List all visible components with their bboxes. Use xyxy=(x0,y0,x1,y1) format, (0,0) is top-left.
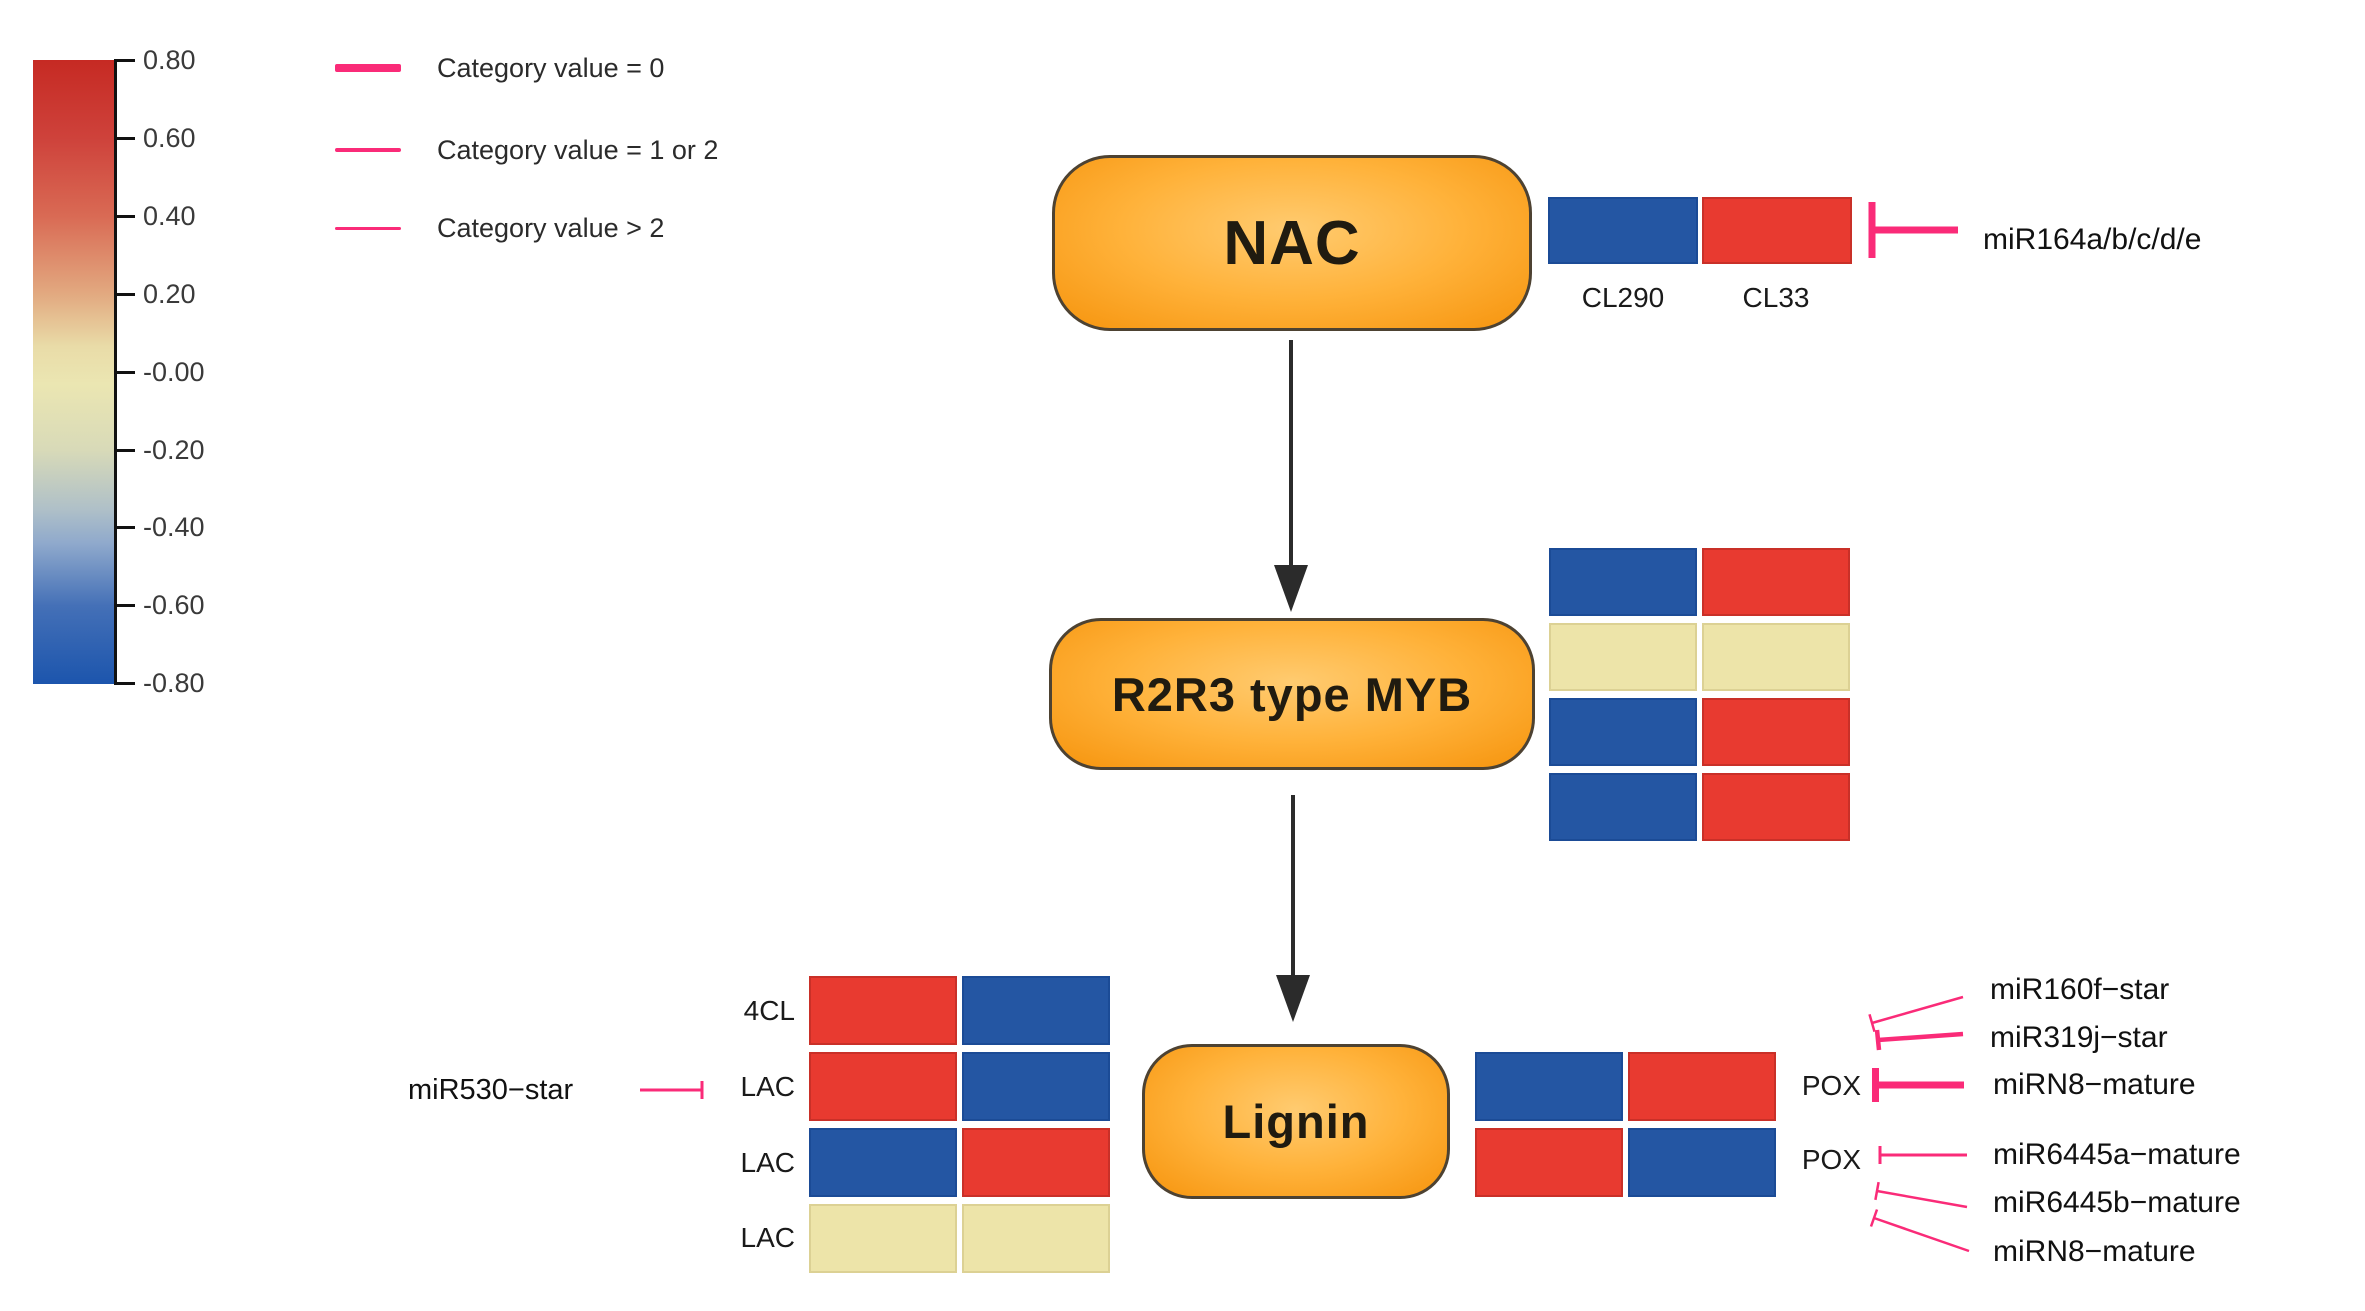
heatmap-cell xyxy=(1549,548,1697,616)
heatmap-col-label-cl290: CL290 xyxy=(1581,282,1665,313)
heatmap-cell xyxy=(1702,698,1850,766)
mirna-label-mir6445b: miR6445b−mature xyxy=(1993,1186,2241,1219)
mirna-label-mir164: miR164a/b/c/d/e xyxy=(1983,223,2202,256)
inhibitor-tbar-mirn8-b-icon xyxy=(1869,1209,1879,1227)
heatmap-cell xyxy=(809,1204,957,1273)
heatmap-cell xyxy=(1549,773,1697,841)
inhibitor-tbar-mir319j-icon xyxy=(1874,1029,1882,1051)
heatmap-cell xyxy=(1702,623,1850,691)
heatmap-cell xyxy=(962,1052,1110,1121)
colorbar-tick-label: -0.40 xyxy=(143,512,205,542)
colorbar-tick xyxy=(114,59,135,62)
heatmap-cell xyxy=(1475,1052,1623,1121)
inhibitor-line-mirn8-b xyxy=(1873,1216,1970,1253)
arrowhead-myb-to-lignin-icon xyxy=(1276,975,1310,1022)
colorbar-tick xyxy=(114,526,135,529)
mirna-label-mirn8-a: miRN8−mature xyxy=(1993,1068,2196,1101)
heatmap-cell xyxy=(1628,1052,1776,1121)
colorbar-tick xyxy=(114,682,135,685)
heatmap-row-label-lac1: LAC xyxy=(740,1071,795,1102)
heatmap-cell xyxy=(1628,1128,1776,1197)
node-r2r3-myb-label: R2R3 type MYB xyxy=(1111,667,1473,721)
heatmap-row-label-pox1: POX xyxy=(1801,1070,1861,1101)
heatmap-cell xyxy=(962,976,1110,1045)
inhibitor-line-mir160f xyxy=(1871,995,1964,1025)
node-r2r3-myb: R2R3 type MYB xyxy=(1049,618,1535,770)
colorbar-tick-label: 0.60 xyxy=(143,123,196,153)
legend-line-thick xyxy=(335,64,401,72)
heatmap-cell xyxy=(1702,773,1850,841)
mirna-label-mir6445a: miR6445a−mature xyxy=(1993,1138,2241,1171)
heatmap-row-label-lac2: LAC xyxy=(740,1147,795,1178)
legend-line-medium xyxy=(335,148,401,152)
colorbar-tick-label: 0.40 xyxy=(143,201,196,231)
heatmap-col-label-cl33: CL33 xyxy=(1742,282,1810,313)
colorbar-tick-label: -0.60 xyxy=(143,590,205,620)
heatmap-cell xyxy=(1549,623,1697,691)
heatmap-row-label-pox2: POX xyxy=(1801,1144,1861,1175)
node-lignin-label: Lignin xyxy=(1222,1095,1370,1148)
inhibitor-tbar-mir6445b-icon xyxy=(1874,1181,1880,1201)
inhibitor-tbar-mir160f-icon xyxy=(1868,1013,1876,1033)
legend-item-label: Category value > 2 xyxy=(437,213,665,243)
heatmap-cell xyxy=(962,1204,1110,1273)
colorbar-tick-label: 0.20 xyxy=(143,279,196,309)
inhibitor-line-mir319j xyxy=(1877,1031,1964,1043)
heatmap-cell xyxy=(1702,548,1850,616)
heatmap-cell xyxy=(809,1052,957,1121)
heatmap-cell xyxy=(1475,1128,1623,1197)
mirna-label-mirn8-b: miRN8−mature xyxy=(1993,1235,2196,1268)
colorbar-tick xyxy=(114,604,135,607)
colorbar-tick-label: -0.20 xyxy=(143,435,205,465)
heatmap-row-label-4cl: 4CL xyxy=(743,995,795,1026)
colorbar-tick xyxy=(114,137,135,140)
heatmap-cell xyxy=(1702,197,1852,264)
heatmap-cell xyxy=(809,976,957,1045)
mirna-label-mir160f: miR160f−star xyxy=(1990,973,2170,1006)
colorbar-tick xyxy=(114,371,135,374)
node-nac: NAC xyxy=(1052,155,1532,331)
arrowhead-nac-to-myb-icon xyxy=(1274,565,1308,612)
colorbar-tick xyxy=(114,293,135,296)
heatmap-row-label-lac3: LAC xyxy=(740,1222,795,1253)
colorbar-tick-label: -0.80 xyxy=(143,668,205,698)
inhibitor-line-mir6445b xyxy=(1876,1189,1968,1209)
heatmap-cell xyxy=(809,1128,957,1197)
legend-item-label: Category value = 1 or 2 xyxy=(437,135,719,165)
heatmap-cell xyxy=(1548,197,1698,264)
colorbar-gradient xyxy=(33,60,115,684)
heatmap-cell xyxy=(962,1128,1110,1197)
node-lignin: Lignin xyxy=(1142,1044,1450,1199)
mirna-label-mir319j: miR319j−star xyxy=(1990,1021,2168,1054)
legend-line-thin xyxy=(335,227,401,230)
colorbar-tick-label: -0.00 xyxy=(143,357,205,387)
colorbar-tick-label: 0.80 xyxy=(143,45,196,75)
node-nac-label: NAC xyxy=(1223,208,1361,278)
legend-item-label: Category value = 0 xyxy=(437,53,665,83)
colorbar-tick xyxy=(114,215,135,218)
heatmap-cell xyxy=(1549,698,1697,766)
colorbar-tick xyxy=(114,449,135,452)
mirna-label-mir530: miR530−star xyxy=(408,1074,574,1106)
